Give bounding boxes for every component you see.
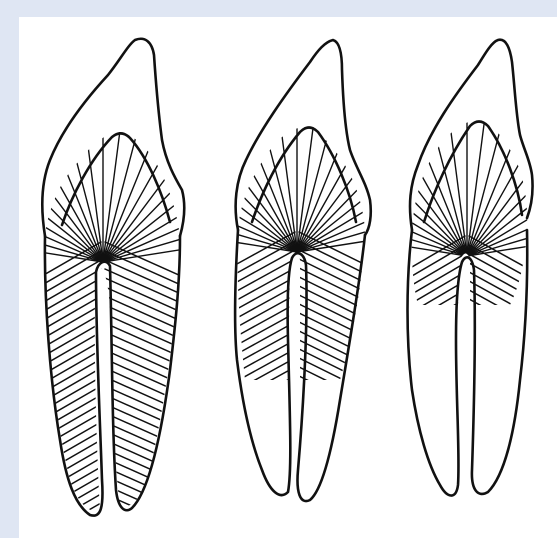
hatch-line [226,367,295,405]
tooth-2-hatching [159,112,436,423]
hatch-line [299,349,376,387]
tooth-3-crown-outline [410,40,533,230]
hatch-line [299,358,376,396]
hatch-line [299,367,376,405]
hatch-line [187,165,297,252]
hatch-line [105,512,190,538]
hatch-line [226,385,295,423]
hatch-line [35,494,101,532]
hatch-line [329,234,467,256]
tooth-1-hatching [0,122,241,538]
hatch-line [469,308,538,346]
hatch-line [199,152,297,252]
hatch-line [105,485,190,523]
hatch-line [105,503,190,538]
tooth-3 [329,40,557,496]
tooth-2 [159,40,436,501]
hatch-line [67,127,103,262]
tooth-1 [0,39,241,538]
hatch-line [103,223,237,262]
tooth-2-root-outline [235,230,365,501]
hatch-line [369,156,467,256]
hatch-line [5,162,103,262]
hatch-line [103,127,139,262]
hatch-line [469,299,538,337]
hatch-line [35,503,101,538]
hatch-line [226,376,295,414]
hatch-line [297,180,417,252]
tooth-3-hatching [329,116,557,346]
hatch-line [297,117,333,252]
tooth-3-root-outline [408,230,528,496]
tooth-1-root-outline [45,236,180,516]
hatch-line [35,485,101,523]
